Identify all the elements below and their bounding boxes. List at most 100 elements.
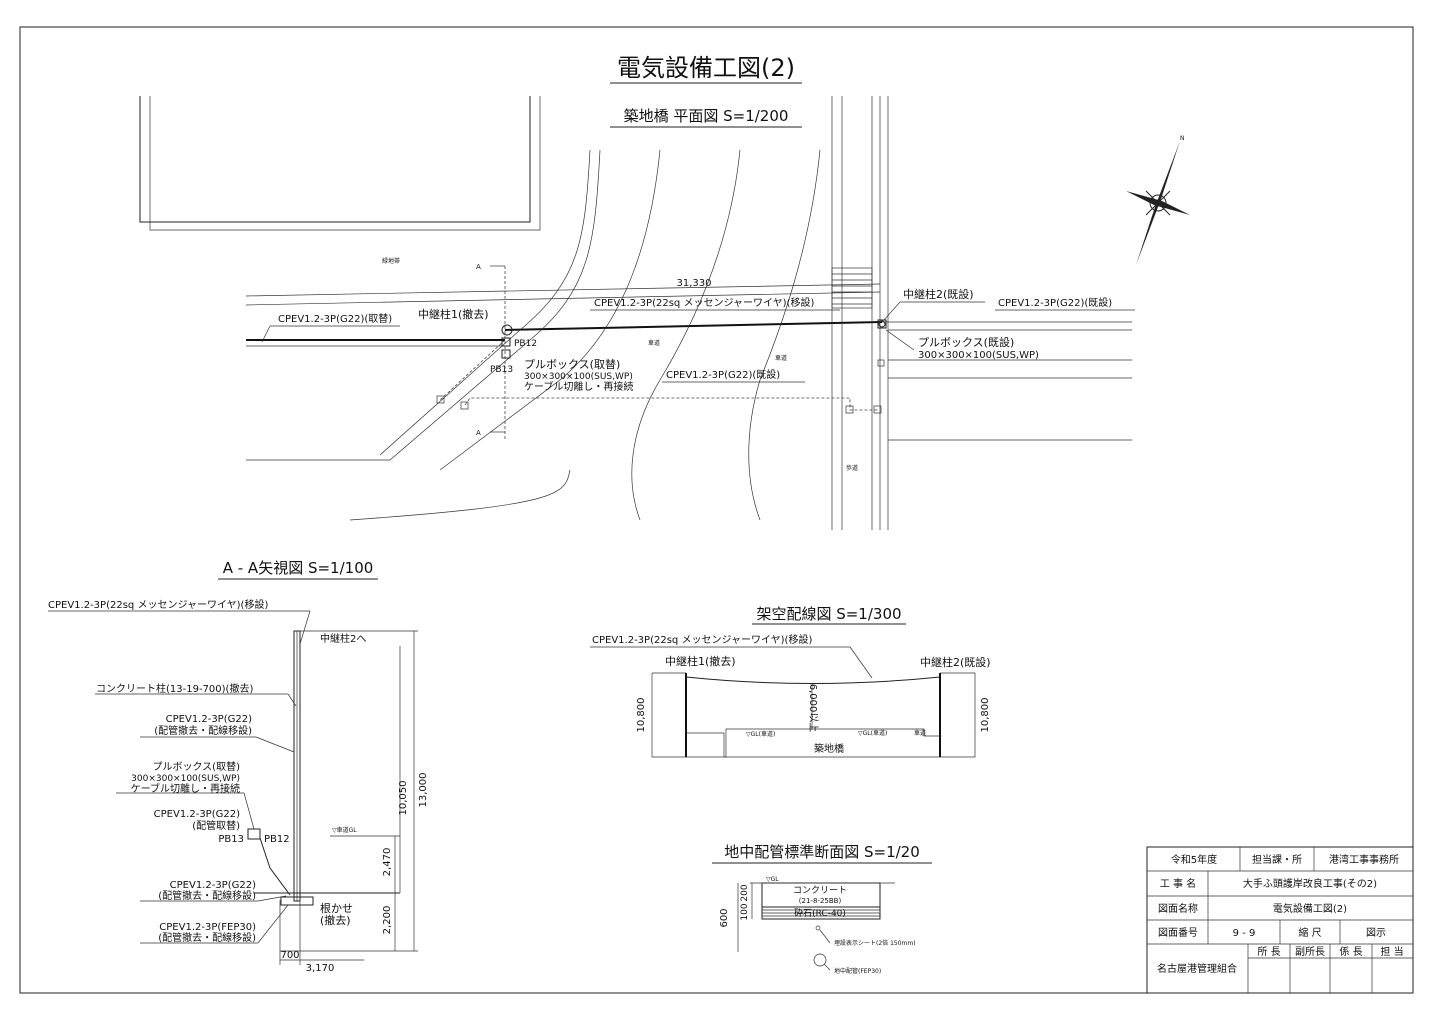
- tb-work: 大手ふ頭護岸改良工事(その2): [1243, 877, 1377, 890]
- plan-view: 築地橋 平面図 S=1/200: [139, 96, 1135, 530]
- trench-title: 地中配管標準断面図 S=1/20: [724, 843, 920, 861]
- plan-title: 築地橋 平面図 S=1/200: [624, 107, 789, 125]
- trench-gravel-label: 砕石(RC-40): [794, 907, 846, 919]
- plan-lane-3: [748, 149, 821, 521]
- plan-stair-hatch: [831, 267, 873, 309]
- svg-text:N: N: [1180, 135, 1185, 142]
- compass-icon: N: [1126, 135, 1190, 265]
- tb-role-3: 係 長: [1339, 946, 1362, 958]
- overhead-dim-right: 10,800: [980, 698, 991, 733]
- aa-conduit: [259, 837, 291, 896]
- plan-block-left: [139, 96, 531, 223]
- aa-pole-leader-tip: [287, 693, 297, 707]
- trench-sheet-marker: [815, 925, 821, 931]
- aa-g22-label: CPEV1.2-3P(G22): [166, 714, 252, 725]
- aa-g22-leader-tip: [255, 736, 295, 753]
- aa-g22c-label: CPEV1.2-3P(G22): [170, 880, 256, 891]
- aa-root-base: [280, 896, 314, 906]
- tb-org: 名古屋港管理組合: [1157, 962, 1237, 975]
- plan-road-edge-top: [245, 283, 881, 297]
- aa-pullbox: [247, 828, 261, 840]
- tb-year: 令和5年度: [1171, 853, 1217, 866]
- plan-pole2-label: 中継柱2(既設): [903, 287, 974, 301]
- sheet-border: [19, 26, 1414, 994]
- aa-dim-13000: 13,000: [418, 773, 429, 808]
- aa-pullbox-label: プルボックス(取替): [152, 760, 240, 773]
- overhead-wire: [685, 676, 941, 684]
- plan-pb13-label: PB13: [490, 365, 513, 375]
- plan-existing-right-label: CPEV1.2-3P(G22)(既設): [998, 296, 1112, 309]
- trench-concrete-label: コンクリート: [793, 885, 847, 896]
- trench-gl-label: ▽GL: [766, 876, 779, 883]
- plan-pullbox-replace-label: プルボックス(取替): [524, 357, 620, 371]
- tb-scale: 図示: [1366, 927, 1386, 939]
- trench-sheet-leader: [819, 929, 831, 944]
- aa-g22c-leader-tip: [257, 895, 287, 902]
- plan-cable-replace-label: CPEV1.2-3P(G22)(取替): [278, 312, 392, 325]
- overhead-roadway-label: 車道: [914, 729, 926, 737]
- overhead-left-block: [651, 672, 687, 758]
- trench-dim-100: 100: [740, 903, 750, 920]
- aa-g22c-note: (配管撤去・配線移設): [158, 889, 256, 902]
- sheet-title: 電気設備工図(2): [617, 54, 795, 82]
- overhead-right-block: [939, 672, 976, 758]
- trench-pipe-label: 地中配管(FEP30): [834, 967, 881, 975]
- overhead-bridge-profile: [686, 728, 940, 758]
- plan-existing-mid-label: CPEV1.2-3P(G22)(既設): [666, 368, 780, 381]
- aa-dim-10050: 10,050: [398, 781, 409, 816]
- aa-dim-700: 700: [280, 950, 299, 961]
- title-block: 令和5年度 担当課・所 港湾工事事務所 工 事 名 大手ふ頭護岸改良工事(その2…: [1146, 846, 1414, 994]
- aa-pb13-label: PB13: [218, 834, 244, 845]
- plan-section-mark-top: A: [476, 263, 481, 271]
- tb-dept: 港湾工事事務所: [1329, 853, 1399, 866]
- plan-lane-1: [439, 149, 661, 471]
- tb-dept-label: 担当課・所: [1252, 853, 1302, 866]
- trench-view: 地中配管標準断面図 S=1/20 ▽GL コンクリート (21-8-25BB) …: [712, 843, 932, 975]
- plan-roadway-label-2: 車道: [775, 354, 787, 362]
- aa-g22b-note: (配管取替): [192, 819, 240, 832]
- plan-sidewalk-label: 歩道: [846, 464, 858, 472]
- plan-block-left-inner: [149, 96, 541, 231]
- plan-cable-replace-leader-tip: [261, 325, 271, 343]
- trench-pipe-symbol: [813, 953, 827, 967]
- aa-pullbox-size: 300×300×100(SUS,WP): [131, 774, 240, 784]
- plan-pole2-leader-tip: [883, 301, 901, 321]
- plan-underground-route: [464, 397, 878, 411]
- plan-pb12-label: PB12: [514, 339, 537, 349]
- plan-pullbox-size-label: 300×300×100(SUS,WP): [524, 372, 633, 382]
- plan-pullbox-existing-label: プルボックス(既設): [918, 335, 1014, 349]
- plan-pole1-label: 中継柱1(撤去): [418, 307, 489, 321]
- plan-pullbox-markers: [436, 319, 887, 414]
- overhead-bridge-label: 築地橋: [814, 742, 844, 755]
- tb-role-2: 副所長: [1295, 946, 1325, 958]
- plan-messenger-label: CPEV1.2-3P(22sq メッセンジャーワイヤ)(移設): [594, 296, 814, 309]
- trench-concrete-spec: (21-8-25BB): [799, 897, 842, 905]
- aa-road-gl-label: ▽車道GL: [332, 826, 357, 834]
- aa-root-label: 根かせ: [320, 901, 353, 915]
- plan-roadway-label-1: 車道: [648, 339, 660, 347]
- plan-pullbox-existing-leader: [885, 329, 915, 351]
- tb-drawing: 電気設備工図(2): [1273, 902, 1347, 915]
- trench-dim-200: 200: [740, 884, 750, 901]
- aa-messenger-leader-tip: [299, 610, 311, 645]
- aa-pb12-label: PB12: [264, 834, 290, 845]
- overhead-pole1-label: 中継柱1(撤去): [665, 654, 736, 668]
- aa-title: A - A矢視図 S=1/100: [223, 559, 374, 577]
- aa-fep-label: CPEV1.2-3P(FEP30): [159, 922, 256, 933]
- tb-number: 9 - 9: [1233, 928, 1256, 939]
- aa-to-pole2-label: 中継柱2へ: [320, 632, 366, 645]
- plan-pole1-symbol: [501, 324, 513, 336]
- aa-g22b-label: CPEV1.2-3P(G22): [154, 809, 240, 820]
- plan-road-edge-top2: [245, 291, 881, 306]
- overhead-gl-right: ▽GL(車道): [858, 729, 887, 737]
- tb-work-label: 工 事 名: [1160, 877, 1196, 890]
- plan-messenger-line: [504, 321, 883, 331]
- tb-number-label: 図面番号: [1158, 927, 1198, 939]
- plan-greenbelt-label: 緑地帯: [382, 257, 400, 265]
- aa-g22-note: (配管撤去・配線移設): [154, 724, 252, 737]
- overhead-title: 架空配線図 S=1/300: [756, 605, 901, 623]
- aa-fep-leader-tip: [257, 904, 289, 944]
- aa-concrete-pole-label: コンクリート柱(13-19-700)(撤去): [96, 682, 253, 695]
- tb-drawing-label: 図面名称: [1158, 902, 1198, 915]
